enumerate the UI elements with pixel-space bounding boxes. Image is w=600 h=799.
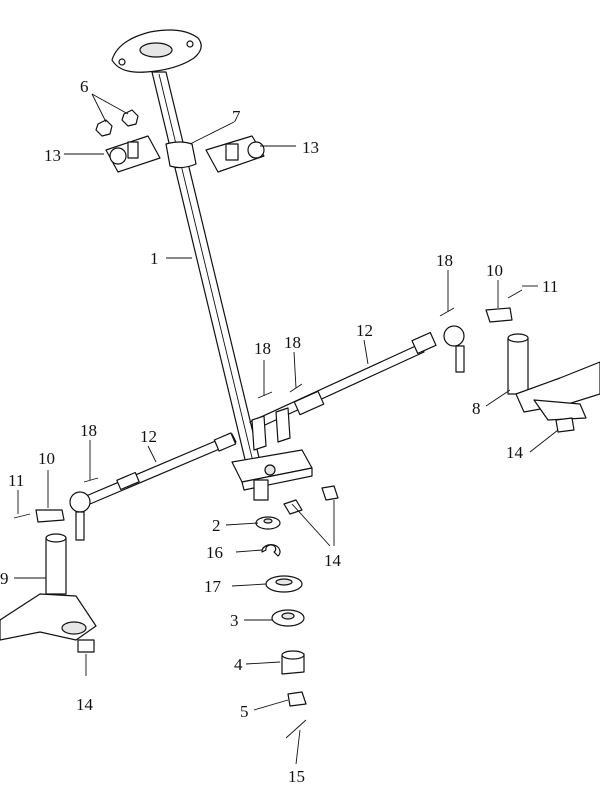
callout-17: 17 [204, 577, 222, 596]
callout-14-left: 14 [76, 695, 94, 714]
callout-11-right: 11 [542, 277, 558, 296]
column-clamp-left [105, 135, 161, 173]
nut-5 [287, 691, 307, 707]
callout-15: 15 [288, 767, 305, 786]
tie-rod-left [69, 432, 237, 541]
callout-4: 4 [234, 655, 243, 674]
snap-ring-16 [261, 544, 281, 557]
callout-10-left: 10 [38, 449, 55, 468]
callout-14-right: 14 [506, 443, 524, 462]
callout-9: 9 [0, 569, 9, 588]
castle-nut-left [35, 509, 65, 523]
callout-2: 2 [212, 516, 221, 535]
bushing-4 [281, 650, 305, 675]
steering-column [111, 29, 313, 501]
column-clamp-right [205, 135, 265, 173]
callout-3: 3 [230, 611, 239, 630]
callout-18-mid-a: 18 [254, 339, 271, 358]
callout-8: 8 [472, 399, 481, 418]
callout-18-right: 18 [436, 251, 453, 270]
roller-bearing-17 [265, 575, 303, 593]
callout-14-center: 14 [324, 551, 342, 570]
steering-knuckle-left [0, 533, 97, 641]
clamp-nut-left [95, 119, 113, 137]
steering-knuckle-right [507, 333, 600, 421]
leader-lines [14, 93, 559, 765]
callout-18-mid-b: 18 [284, 333, 301, 352]
callout-11-left: 11 [8, 471, 24, 490]
tie-rod-right [249, 325, 465, 431]
callout-13-right: 13 [302, 138, 319, 157]
cotter-pins [13, 289, 523, 739]
callout-1: 1 [150, 249, 159, 268]
callout-10-right: 10 [486, 261, 503, 280]
castle-nut-right [485, 307, 513, 323]
callout-7: 7 [232, 107, 241, 126]
callout-13-left: 13 [44, 146, 61, 165]
callout-18-left: 18 [80, 421, 97, 440]
callout-labels: 1 2 3 4 5 6 7 8 9 10 10 11 11 12 12 13 1… [0, 77, 558, 786]
bushing-washer-2 [255, 516, 281, 530]
callout-16: 16 [206, 543, 223, 562]
callout-12-right: 12 [356, 321, 373, 340]
callout-6: 6 [80, 77, 89, 96]
clamp-nut-right [121, 109, 139, 127]
bearing-race-3 [271, 609, 305, 627]
callout-5: 5 [240, 702, 249, 721]
tie-rod-inner-ends [251, 407, 291, 451]
callout-12-left: 12 [140, 427, 157, 446]
lock-nuts-14 [77, 417, 575, 653]
